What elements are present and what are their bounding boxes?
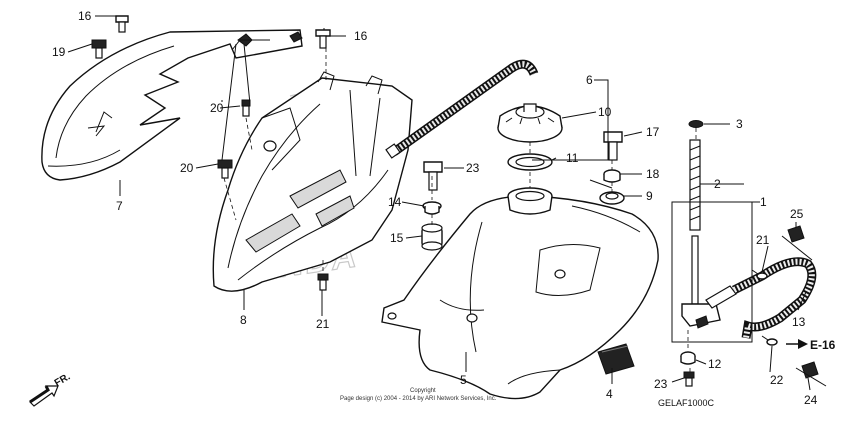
callout-22: 23 xyxy=(466,161,480,175)
callout-25: 25 xyxy=(790,207,804,221)
washer-part-12 xyxy=(680,351,696,365)
clip-part-25 xyxy=(787,225,805,243)
diagram-code: GELAF1000C xyxy=(658,398,715,408)
callout-19-mid: 20 xyxy=(180,161,194,175)
callout-12: 12 xyxy=(708,357,722,371)
bracket-part-1 xyxy=(671,201,753,343)
clip-part-24 xyxy=(801,361,819,379)
copyright-line-1: Copyright xyxy=(410,388,436,394)
grommet-part-9 xyxy=(599,191,625,205)
bolt-part-19-mid xyxy=(217,159,233,179)
callout-23: 23 xyxy=(654,377,668,391)
collar-part-18 xyxy=(603,169,621,183)
callout-5: 5 xyxy=(460,373,467,387)
bolt-part-19-top xyxy=(91,39,107,59)
reference-arrow-e16 xyxy=(786,339,808,349)
callout-16-right: 16 xyxy=(354,29,368,43)
screw-part-23 xyxy=(683,371,695,387)
callout-8: 8 xyxy=(240,313,247,327)
screw-part-20-bottom xyxy=(317,273,329,291)
clip-part-21-top xyxy=(751,269,768,280)
callout-21-bottom: 22 xyxy=(770,373,784,387)
bolt-part-17 xyxy=(603,131,623,161)
callout-3: 3 xyxy=(736,117,743,131)
front-direction-arrow xyxy=(29,385,59,407)
screw-part-20-left xyxy=(241,99,251,117)
front-fender-part-7 xyxy=(41,29,303,181)
construction-lines xyxy=(223,48,697,372)
cap-gasket-part-11 xyxy=(507,153,553,171)
callout-21-top: 21 xyxy=(756,233,770,247)
callout-15: 15 xyxy=(390,231,404,245)
callout-20-top: 20 xyxy=(210,101,224,115)
callout-19-top: 19 xyxy=(52,45,66,59)
screw-part-16-top xyxy=(115,15,129,33)
callout-24: 24 xyxy=(804,393,818,407)
bolt-part-22 xyxy=(423,161,443,191)
separator-line-lower xyxy=(795,367,827,387)
copyright-line-2: Page design (c) 2004 - 2014 by ARI Netwo… xyxy=(340,396,497,402)
washer-part-3 xyxy=(688,120,704,128)
callout-11: 11 xyxy=(566,151,579,165)
callout-4: 4 xyxy=(606,387,613,401)
shroud-part-8 xyxy=(212,71,413,292)
callout-2: 2 xyxy=(714,177,721,191)
callout-20-bottom: 21 xyxy=(316,317,330,331)
collar-part-14 xyxy=(422,201,442,215)
clip-part-21-bottom xyxy=(761,335,778,346)
screw-part-16-right xyxy=(315,29,331,49)
callout-17: 17 xyxy=(646,125,660,139)
leader-lines xyxy=(67,15,811,391)
reference-label-e16: E-16 xyxy=(810,338,836,352)
fuel-tank-part-5 xyxy=(381,187,659,400)
callout-10: 10 xyxy=(598,105,612,119)
callout-18: 18 xyxy=(646,167,660,181)
callout-13: 13 xyxy=(792,315,806,329)
fuel-tube-part-13 xyxy=(731,257,817,339)
fuel-cap-part-10 xyxy=(497,103,563,143)
cushion-part-4 xyxy=(597,343,635,375)
callout-16-top: 16 xyxy=(78,9,92,23)
callout-1: 1 xyxy=(760,195,767,209)
separator-line-upper xyxy=(781,235,813,261)
callout-9: 9 xyxy=(646,189,653,203)
callout-14: 14 xyxy=(388,195,402,209)
callout-6: 6 xyxy=(586,73,593,87)
callout-7: 7 xyxy=(116,199,123,213)
fuel-valve-assembly-part-1 xyxy=(681,139,737,329)
front-direction-label: FR. xyxy=(53,371,73,389)
rubber-mount-part-15 xyxy=(421,223,443,251)
breather-tube-part-6 xyxy=(385,59,539,159)
